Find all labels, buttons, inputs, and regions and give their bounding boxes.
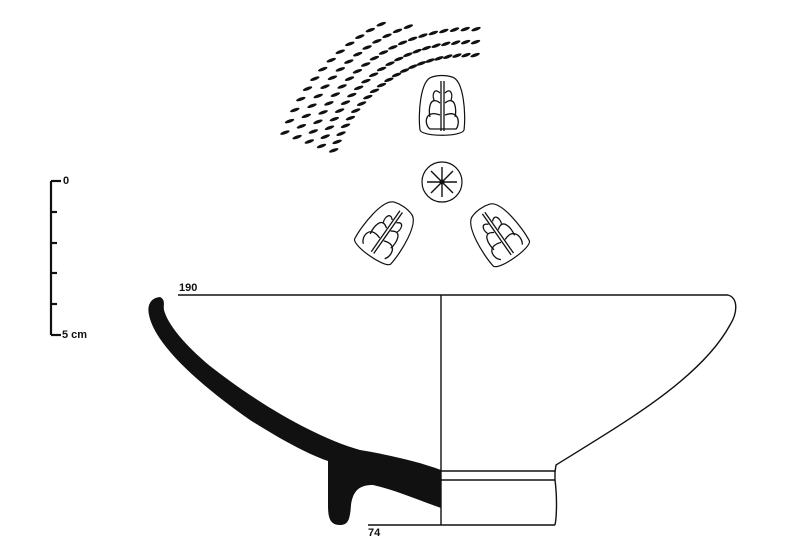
stamp-rosette-center [421, 161, 463, 203]
scale-label-five-cm: 5 cm [62, 329, 88, 341]
vessel-section-profile [148, 297, 442, 525]
base-diameter-label: 74 [368, 527, 381, 539]
vessel-exterior-outline [554, 294, 737, 473]
stamp-palmette-lower-right [470, 203, 530, 268]
scale-label-zero: 0 [63, 175, 70, 187]
stamp-palmette-lower-left [354, 201, 414, 266]
stamp-palmette-top [418, 74, 466, 136]
rim-diameter-label: 190 [179, 282, 198, 294]
ring-foot-outline [441, 470, 558, 526]
scale-bar [49, 179, 61, 337]
roulette-band [280, 21, 481, 153]
